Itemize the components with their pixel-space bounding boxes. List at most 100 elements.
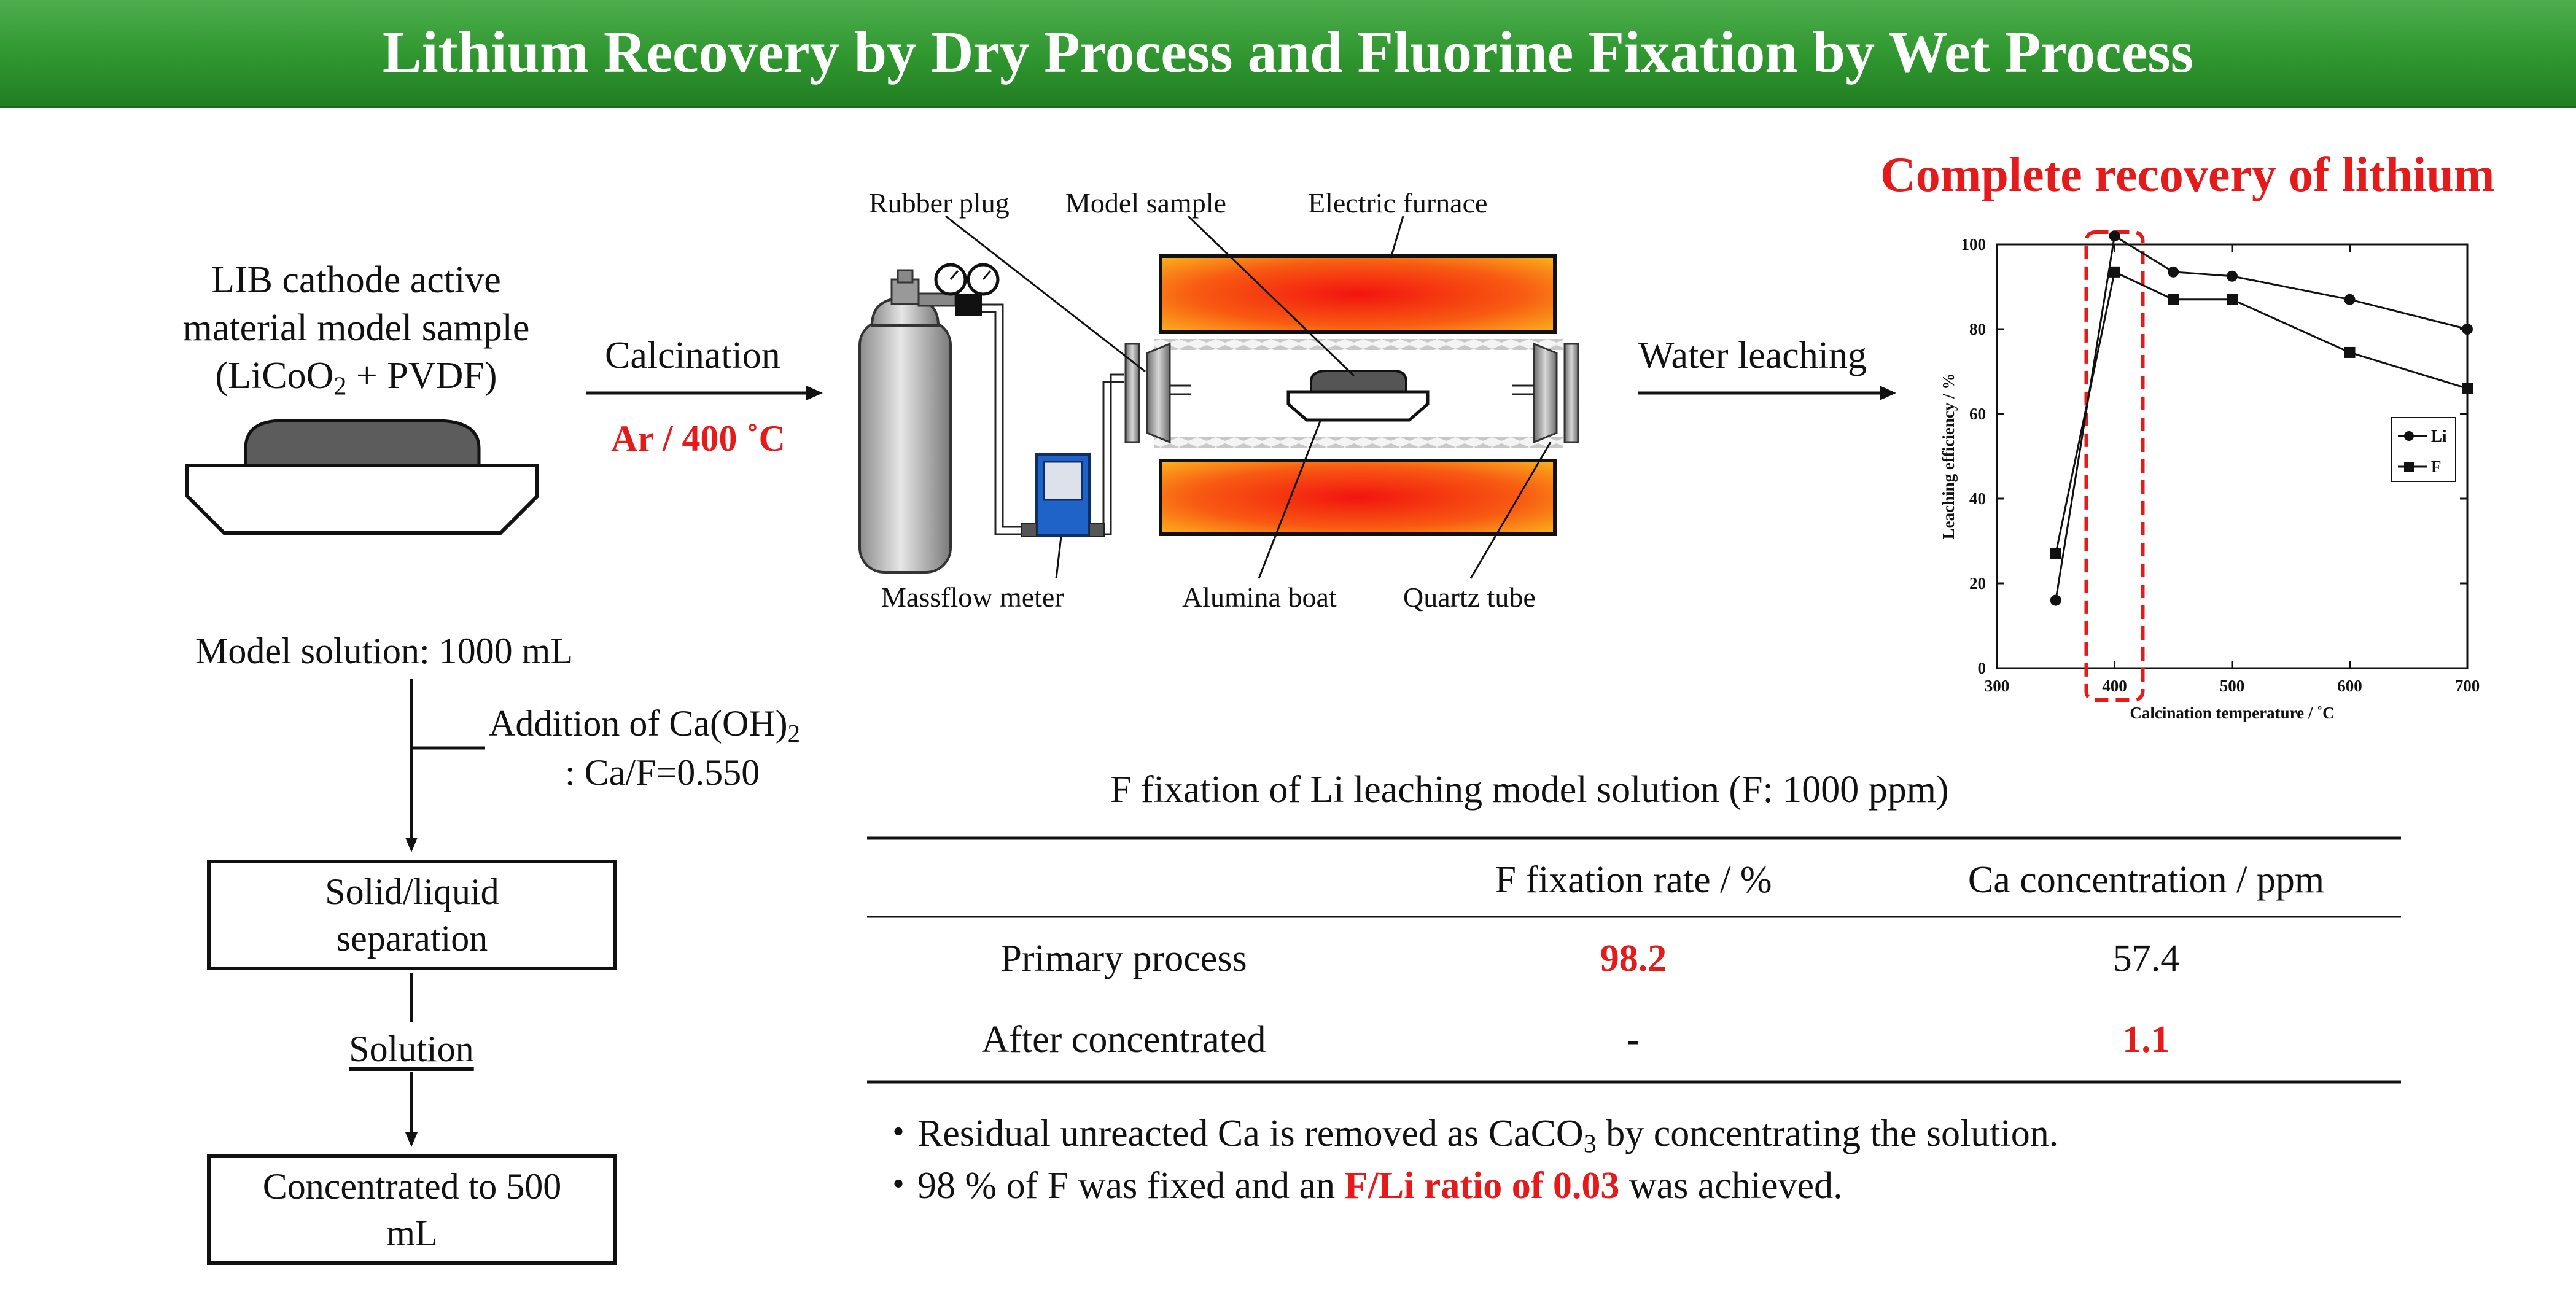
addition-label: Addition of Ca(OH)2: [489, 703, 800, 746]
furnace-top: [1159, 254, 1557, 334]
sample-label-line1: LIB cathode active: [211, 259, 501, 301]
data-point-f: [2344, 346, 2356, 358]
label-rubber-plug: Rubber plug: [869, 187, 1010, 219]
y-tick-label: 0: [1978, 659, 1986, 677]
series-line-f: [2055, 270, 2468, 555]
calcination-arrow: [586, 386, 823, 400]
note-1-text-b: by concentrating the solution.: [1596, 1113, 2059, 1154]
y-tick-label: 40: [1969, 489, 1986, 508]
model-sample-pellet: [1310, 370, 1407, 394]
solution-text: Solution: [349, 1029, 474, 1069]
data-point-li: [2050, 594, 2061, 606]
gas-cylinder: [858, 269, 957, 574]
row-primary-f-rate: 98.2: [1600, 938, 1667, 979]
sample-formula-sub: 2: [333, 372, 347, 401]
data-point-f: [2462, 383, 2473, 394]
calcination-label: Calcination: [605, 335, 780, 376]
label-electric-furnace: Electric furnace: [1308, 187, 1488, 219]
x-axis-label: Calcination temperature / ˚C: [2130, 704, 2334, 722]
separation-box: Solid/liquid separation: [207, 860, 617, 970]
data-point-f: [2109, 266, 2120, 278]
row-primary-label: Primary process: [1000, 938, 1247, 979]
note-2-text-a: ・98 % of F was fixed and an: [879, 1165, 1345, 1207]
x-tick-label: 600: [2337, 677, 2362, 695]
quartz-tube-top: [1154, 339, 1563, 350]
calcination-condition: Ar / 400 ˚C: [611, 418, 785, 459]
y-tick-label: 100: [1961, 235, 1986, 254]
x-tick-label: 300: [1985, 677, 2010, 695]
row-after-label: After concentrated: [981, 1019, 1266, 1061]
page-title: Lithium Recovery by Dry Process and Fluo…: [382, 19, 2194, 85]
data-point-li: [2227, 270, 2238, 282]
alumina-boat: [1286, 390, 1430, 422]
concentrated-box: Concentrated to 500 mL: [207, 1154, 617, 1265]
note-2: ・98 % of F was fixed and an F/Li ratio o…: [879, 1167, 1843, 1205]
data-point-f: [2168, 294, 2179, 305]
x-tick-label: 400: [2102, 677, 2127, 695]
solution-label: Solution: [289, 1030, 534, 1067]
data-point-li: [2462, 324, 2473, 335]
addition-sub: 2: [787, 720, 800, 748]
separation-label: Solid/liquid separation: [325, 871, 499, 959]
data-point-f: [2227, 294, 2238, 305]
table-header-ca-conc: Ca concentration / ppm: [1967, 859, 2325, 901]
note-1-sub: 3: [1583, 1129, 1597, 1159]
data-point-li: [2344, 294, 2356, 305]
legend-marker-li: [2404, 431, 2414, 441]
y-tick-label: 60: [1969, 405, 1986, 423]
concentrated-label: Concentrated to 500 mL: [262, 1166, 562, 1253]
row-after-ca-conc: 1.1: [2122, 1019, 2170, 1061]
model-solution-label: Model solution: 1000 mL: [195, 631, 573, 671]
row-after-f-rate: -: [1627, 1019, 1640, 1061]
leader-lines: [945, 215, 1552, 579]
note-1: ・Residual unreacted Ca is removed as CaC…: [879, 1113, 2059, 1157]
sample-label-line2: material model sample: [182, 307, 530, 349]
legend-label-f: F: [2431, 457, 2442, 476]
label-model-sample: Model sample: [1065, 187, 1226, 219]
sample-boat: [185, 464, 539, 535]
addition-text: Addition of Ca(OH): [489, 703, 788, 744]
row-primary-ca-conc: 57.4: [2112, 938, 2180, 979]
sample-pellet: [244, 419, 481, 469]
data-point-f: [2050, 548, 2061, 559]
title-banner: Lithium Recovery by Dry Process and Fluo…: [0, 0, 2576, 108]
legend-marker-f: [2404, 462, 2414, 472]
regulator: [934, 263, 1000, 316]
ratio-label: : Ca/F=0.550: [565, 752, 760, 793]
headline-complete-recovery: Complete recovery of lithium: [1880, 148, 2495, 202]
water-leaching-label: Water leaching: [1638, 335, 1867, 376]
table-title: F fixation of Li leaching model solution…: [1110, 769, 1949, 811]
series-line-li: [2055, 234, 2468, 601]
note-2-highlight: F/Li ratio of 0.03: [1344, 1165, 1620, 1207]
y-tick-label: 80: [1969, 320, 1986, 338]
label-massflow-meter: Massflow meter: [881, 582, 1064, 613]
table-header-f-rate: F fixation rate / %: [1495, 859, 1772, 901]
y-axis-label: Leaching efficiency / %: [1939, 373, 1958, 540]
sample-formula-a: (LiCoO: [215, 355, 334, 397]
label-alumina-boat: Alumina boat: [1182, 582, 1337, 613]
note-1-text-a: ・Residual unreacted Ca is removed as CaC…: [879, 1113, 1584, 1154]
quartz-tube-bottom: [1154, 437, 1563, 448]
sample-boat-drawing: [185, 419, 539, 535]
massflow-meter: [1021, 453, 1105, 537]
y-tick-label: 20: [1969, 574, 1986, 593]
sample-label-line3: (LiCoO2 + PVDF): [141, 355, 571, 399]
legend-label-li: Li: [2431, 427, 2447, 445]
data-point-li: [2109, 230, 2120, 242]
furnace-bottom: [1159, 459, 1557, 536]
note-2-text-c: was achieved.: [1619, 1165, 1843, 1207]
rubber-plug-left: [1124, 342, 1191, 444]
label-quartz-tube: Quartz tube: [1403, 582, 1536, 613]
legend-box: [2391, 417, 2456, 482]
x-tick-label: 700: [2455, 677, 2480, 695]
data-point-li: [2168, 266, 2179, 278]
sample-formula-b: + PVDF): [346, 355, 497, 397]
water-leaching-arrow: [1638, 386, 1896, 400]
x-tick-label: 500: [2220, 677, 2245, 695]
rubber-plug-right: [1512, 342, 1579, 444]
gas-tubing: [982, 303, 1124, 535]
